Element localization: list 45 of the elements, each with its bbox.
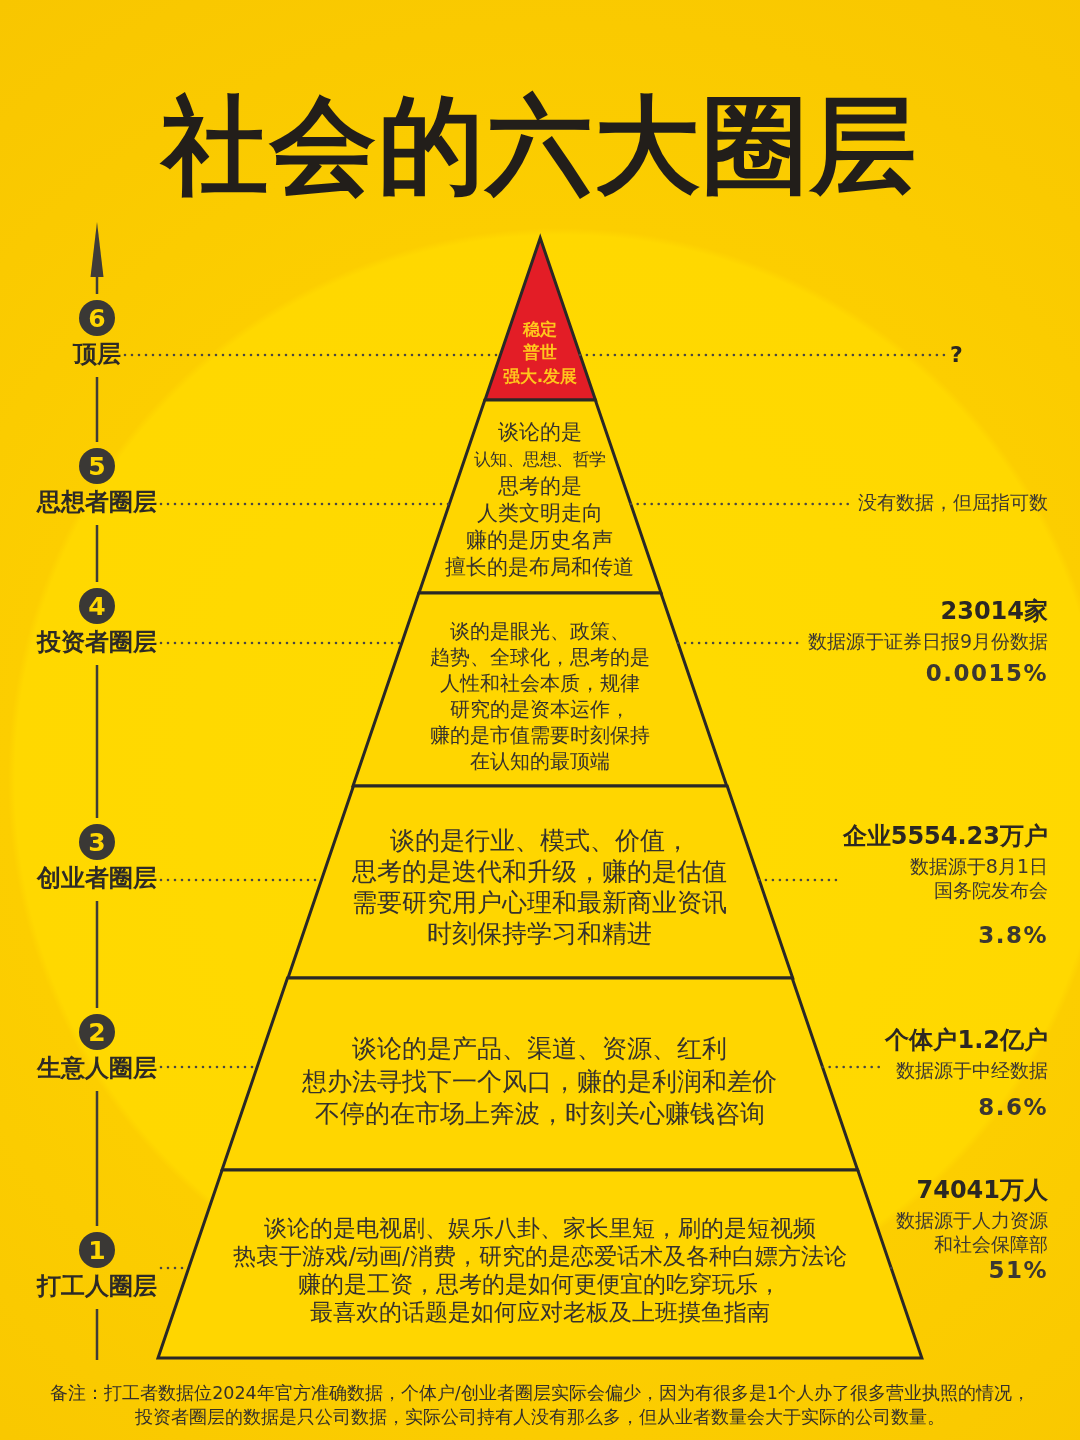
question-mark: ? bbox=[950, 341, 963, 369]
percentage-value: 8.6% bbox=[978, 1093, 1048, 1121]
dotted-leader-line bbox=[159, 502, 451, 506]
tier-description: 思考的是 bbox=[498, 472, 582, 500]
source-note: 数据源于人力资源和社会保障部 bbox=[896, 1208, 1048, 1256]
level-number: 4 bbox=[79, 588, 115, 624]
tier-description: 谈的是眼光、政策、趋势、全球化，思考的是人性和社会本质，规律研究的是资本运作，赚的是市值需要时刻保持在认知的最顶端 bbox=[430, 617, 650, 774]
dotted-leader-line bbox=[757, 878, 840, 882]
source-note: 没有数据，但屈指可数 bbox=[858, 490, 1048, 514]
tier-description: 擅长的是布局和传道 bbox=[445, 553, 635, 581]
percentage-value: 3.8% bbox=[978, 921, 1048, 949]
level-number: 1 bbox=[79, 1232, 115, 1268]
dotted-leader-line bbox=[889, 1266, 894, 1270]
tier-description: 认知、思想、哲学 bbox=[474, 447, 606, 471]
statistic-value: 23014家 bbox=[940, 596, 1048, 626]
percentage-value: 51% bbox=[988, 1256, 1048, 1284]
level-label: 打工人圈层 bbox=[37, 1272, 157, 1300]
level-number: 2 bbox=[79, 1014, 115, 1050]
dotted-leader-line bbox=[821, 1065, 883, 1069]
apex-keyword: 稳定 bbox=[523, 317, 557, 341]
source-note: 数据源于证券日报9月份数据 bbox=[807, 629, 1048, 653]
dotted-leader-line bbox=[578, 353, 948, 357]
statistic-value: 74041万人 bbox=[916, 1175, 1048, 1205]
level-label: 生意人圈层 bbox=[37, 1054, 157, 1082]
level-label: 投资者圈层 bbox=[37, 628, 157, 656]
tier-description: 谈论的是 bbox=[498, 418, 582, 446]
level-number: 3 bbox=[79, 824, 115, 860]
statistic-value: 企业5554.23万户 bbox=[842, 821, 1048, 851]
tier-description: 谈论的是电视剧、娱乐八卦、家长里短，刷的是短视频热衷于游戏/动画/消费，研究的是恋爱话术及各种白嫖方法论赚的是工资，思考的是如何更便宜的吃穿玩乐，最喜欢的话题是如何应对老板及上班摸鱼指南 bbox=[233, 1214, 847, 1326]
level-label: 顶层 bbox=[73, 340, 121, 368]
level-number: 6 bbox=[79, 300, 115, 336]
apex-keyword: 普世 bbox=[523, 341, 557, 365]
level-number: 5 bbox=[79, 448, 115, 484]
footnote: 备注：打工者数据位2024年官方准确数据，个体户/创业者圈层实际会偏少，因为有很多是1个人办了很多营业执照的情况，投资者圈层的数据是只公司数据，实际公司持有人没有那么多，但从业者数量会大于实际的公司数量。 bbox=[50, 1382, 1030, 1429]
source-note: 数据源于8月1日国务院发布会 bbox=[909, 854, 1048, 902]
level-label: 创业者圈层 bbox=[37, 864, 157, 892]
percentage-value: 0.0015% bbox=[925, 659, 1048, 687]
apex-keyword: 强大.发展 bbox=[502, 364, 578, 388]
statistic-value: 个体户1.2亿户 bbox=[885, 1025, 1048, 1055]
level-label: 思想者圈层 bbox=[37, 488, 157, 516]
tier-description: 人类文明走向 bbox=[477, 499, 603, 527]
tier-description: 谈论的是产品、渠道、资源、红利想办法寻找下一个风口，赚的是利润和差价不停的在市场上奔波，时刻关心赚钱咨询 bbox=[302, 1033, 778, 1131]
tier-description: 赚的是历史名声 bbox=[466, 526, 614, 554]
tier-description: 谈的是行业、模式、价值，思考的是迭代和升级，赚的是估值需要研究用户心理和最新商业资讯时刻保持学习和精进 bbox=[352, 825, 728, 949]
source-note: 数据源于中经数据 bbox=[896, 1058, 1048, 1082]
